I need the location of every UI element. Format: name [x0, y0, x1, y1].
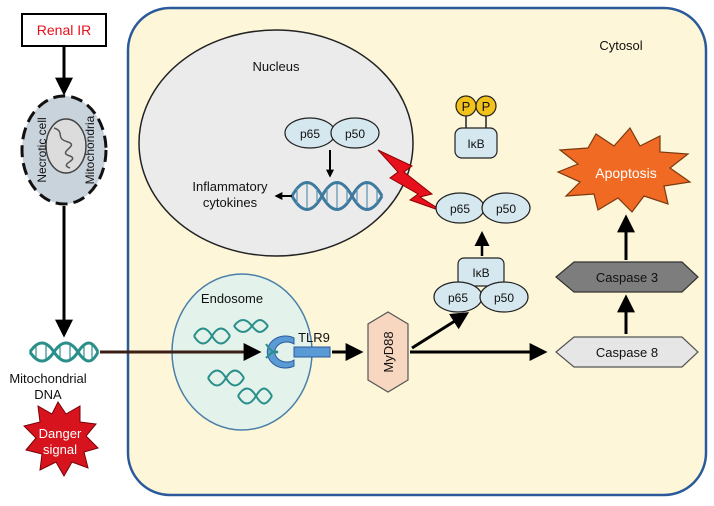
nuclear-p50	[330, 117, 380, 149]
apoptosis-label: Apoptosis	[595, 165, 656, 181]
tlr9-label: TLR9	[298, 330, 330, 345]
mitochondrial-dna-icon	[28, 341, 100, 363]
renal-ir-label: Renal IR	[37, 22, 91, 38]
caspase8-node	[555, 336, 699, 368]
phosphate-right-label: P	[482, 99, 491, 114]
nucleus-label: Nucleus	[253, 59, 300, 74]
mitochondrial-dna-line2: DNA	[34, 387, 62, 402]
nuclear-dna-icon	[290, 181, 384, 211]
phosphorylated-ikb	[454, 127, 498, 159]
apoptosis-burst	[556, 126, 692, 213]
phosphate-left-label: P	[462, 99, 471, 114]
free-p50	[481, 192, 531, 224]
nucleus	[138, 29, 414, 257]
cytosol-label: Cytosol	[599, 38, 642, 53]
necrotic-cell-label: Necrotic cell	[35, 117, 49, 182]
mitochondria-label: Mitochondria	[83, 115, 97, 184]
free-p65-label: p65	[450, 202, 470, 216]
renal-ir-box	[21, 13, 107, 47]
caspase3-node	[555, 261, 699, 293]
caspase8-label: Caspase 8	[596, 345, 658, 360]
complex-p50	[479, 281, 529, 313]
ikb-complex-inhibitor	[457, 257, 505, 287]
phosphorylated-ikb-label: IκB	[467, 137, 484, 151]
nuclear-p50-label: p50	[345, 127, 365, 141]
endosome-label: Endosome	[201, 291, 263, 306]
danger-signal-burst	[23, 401, 99, 478]
mitochondria-icon	[45, 118, 87, 174]
myd88-adaptor	[367, 311, 409, 393]
myd88-label: MyD88	[381, 331, 396, 372]
free-p50-label: p50	[496, 202, 516, 216]
inflammatory-cytokines-line1: Inflammatory	[192, 179, 268, 194]
caspase3-label: Caspase 3	[596, 270, 658, 285]
phosphate-right-icon	[475, 95, 497, 117]
tlr9-receptor-icon	[266, 335, 295, 369]
endosome-dna-fragments-icon	[193, 319, 273, 405]
mitochondrial-dna-line1: Mitochondrial	[9, 371, 86, 386]
danger-signal-line2: signal	[43, 442, 77, 457]
ikb-complex-label: IκB	[472, 266, 489, 280]
myd88-to-ikb-arrow	[411, 312, 470, 350]
complex-p65-label: p65	[448, 291, 468, 305]
complex-p50-label: p50	[494, 291, 514, 305]
nuclear-p65-label: p65	[300, 127, 320, 141]
inflammatory-cytokines-line2: cytokines	[203, 195, 258, 210]
danger-signal-line1: Danger	[39, 426, 82, 441]
